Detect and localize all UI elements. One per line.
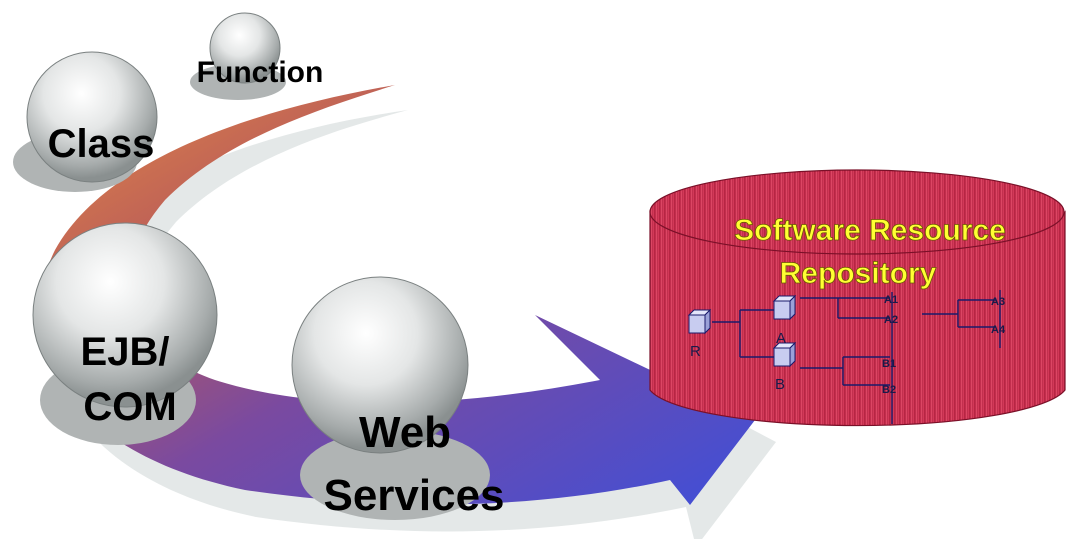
ejb-com-label-line2: COM <box>83 385 176 429</box>
node-label-a4: A4 <box>991 324 1006 336</box>
web-services-label-line1: Web <box>359 408 451 457</box>
function-label: Function <box>197 56 324 89</box>
class-sphere <box>26 51 158 183</box>
node-label-a: A <box>776 330 786 347</box>
node-label-b2: B2 <box>882 384 896 396</box>
node-label-r: R <box>690 343 701 360</box>
node-b-cube <box>772 341 797 368</box>
repository-title-line1: Software Resource <box>734 214 1006 247</box>
repository-tree <box>712 290 1001 424</box>
repository-title-line2: Repository <box>780 257 937 290</box>
node-r-cube <box>687 308 712 335</box>
ejb-com-sphere <box>32 222 218 408</box>
node-label-a3: A3 <box>991 296 1005 308</box>
evolution-arrow <box>39 85 756 505</box>
node-label-a1: A1 <box>884 294 898 306</box>
web-services-label-line2: Services <box>323 471 504 520</box>
repository-cylinder <box>649 169 1066 427</box>
ejb-com-label-line1: EJB/ <box>81 330 170 374</box>
node-a-cube <box>772 294 797 321</box>
web-services-sphere-shadow <box>300 430 490 520</box>
node-label-b1: B1 <box>882 358 896 370</box>
class-label: Class <box>48 122 155 166</box>
web-services-sphere <box>291 276 469 454</box>
function-sphere <box>209 12 281 84</box>
cylinder-top <box>649 169 1065 255</box>
node-label-b: B <box>775 376 785 393</box>
node-label-a2: A2 <box>884 314 898 326</box>
